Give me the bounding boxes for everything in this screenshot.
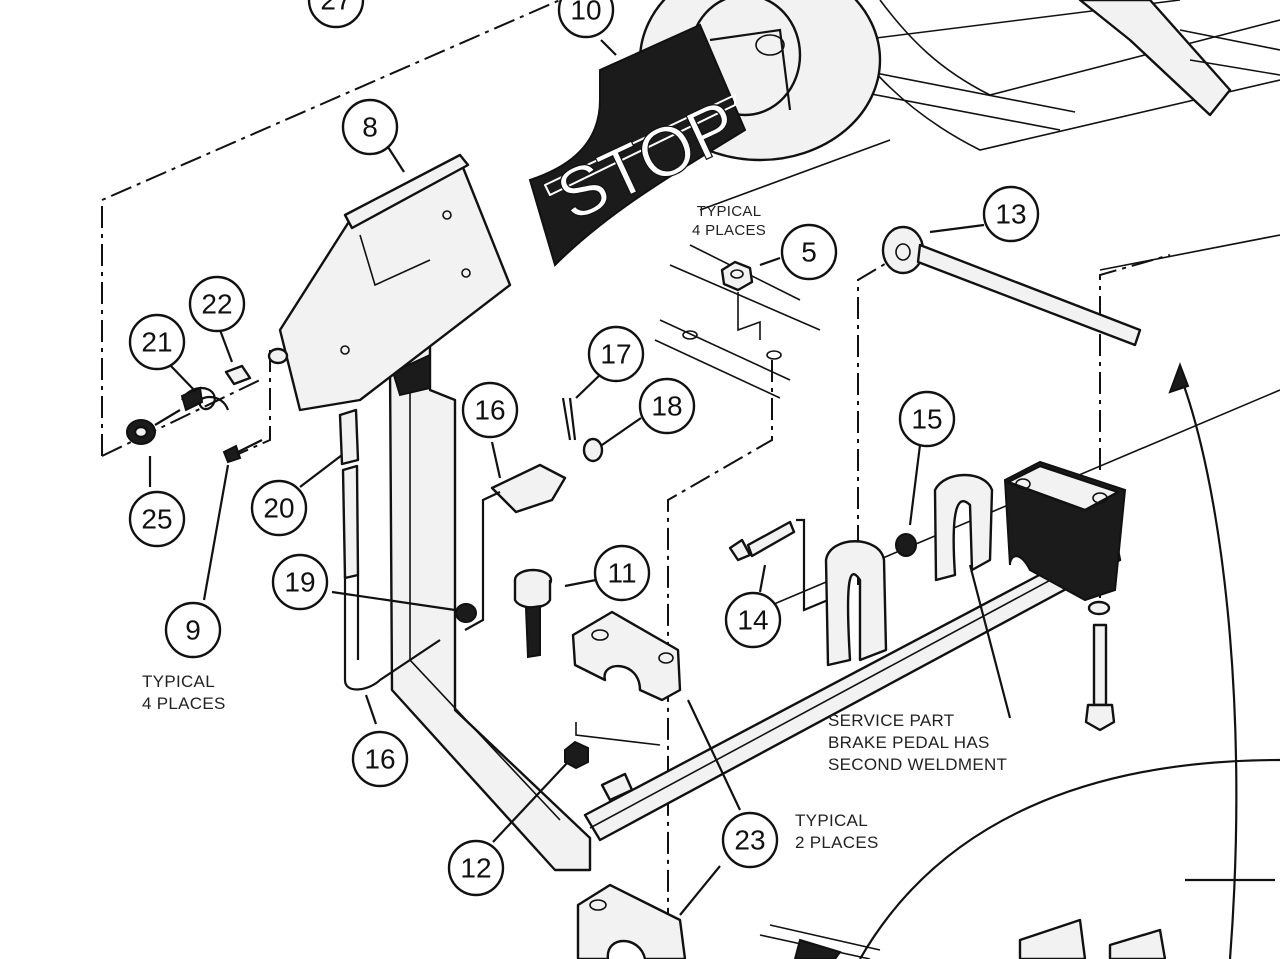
- callout-15: 15: [898, 390, 956, 448]
- callout-leaders: [148, 39, 1012, 916]
- rod-end-20-icon: [338, 408, 441, 691]
- svg-text:20: 20: [263, 493, 294, 524]
- note-typical-4-places-left: TYPICAL 4 PLACES: [142, 672, 226, 713]
- note-service-part: SERVICE PART BRAKE PEDAL HAS SECOND WELD…: [828, 711, 1008, 774]
- clevis-16-icon: [464, 463, 567, 631]
- pedal-mount-bracket-icon: [1003, 460, 1127, 602]
- callout-11: 11: [593, 544, 651, 602]
- svg-text:22: 22: [201, 289, 232, 320]
- callout-16-lower: 16: [351, 730, 409, 788]
- callout-25: 25: [128, 490, 186, 548]
- callout-17: 17: [587, 325, 645, 383]
- callout-19: 19: [271, 553, 329, 611]
- svg-text:13: 13: [995, 199, 1026, 230]
- bearing-block-23-upper-icon: [571, 610, 682, 702]
- bolt-14-icon: [728, 518, 829, 612]
- callout-5: 5: [780, 223, 838, 281]
- callout-14: 14: [724, 591, 782, 649]
- callout-18: 18: [638, 377, 696, 435]
- svg-text:15: 15: [911, 404, 942, 435]
- cotter-pin-17-icon: [561, 397, 577, 441]
- svg-text:9: 9: [185, 615, 201, 646]
- nut-15-icon: [895, 533, 917, 557]
- callout-23: 23: [721, 811, 779, 869]
- callout-22: 22: [188, 275, 246, 333]
- bolt-9-icon: [222, 439, 263, 464]
- svg-text:8: 8: [362, 112, 378, 143]
- callout-12: 12: [447, 839, 505, 897]
- callout-21: 21: [128, 313, 186, 371]
- svg-text:19: 19: [284, 567, 315, 598]
- svg-text:14: 14: [737, 605, 768, 636]
- svg-text:21: 21: [141, 327, 172, 358]
- callout-9: 9: [164, 601, 222, 659]
- callout-8: 8: [341, 98, 399, 156]
- svg-text:23: 23: [734, 825, 765, 856]
- svg-text:5: 5: [801, 237, 817, 268]
- spacer-22-icon: [224, 347, 289, 386]
- parts: [126, 225, 1142, 959]
- callout-balloons: 27 10 8 5 13 22 21 16 17 18 15 25 20 9 1…: [128, 0, 1040, 897]
- nut-25-icon: [126, 409, 181, 445]
- note-typical-4-places-top: TYPICAL 4 PLACES: [692, 203, 767, 239]
- callout-13: 13: [982, 185, 1040, 243]
- note-typical-2-places: TYPICAL 2 PLACES: [795, 811, 879, 852]
- svg-text:27: 27: [320, 0, 351, 16]
- svg-text:17: 17: [600, 339, 631, 370]
- nut-19-icon: [455, 603, 477, 623]
- bolt-right-icon: [1084, 600, 1116, 732]
- svg-text:16: 16: [474, 395, 505, 426]
- pivot-bracket-icon: [824, 473, 994, 667]
- svg-text:10: 10: [570, 0, 601, 26]
- stop-pedal-pad: STOP: [528, 23, 751, 267]
- bolt-11-icon: [513, 568, 553, 659]
- callout-10: 10: [557, 0, 615, 39]
- nut-5-icon: [720, 260, 754, 292]
- brake-pedal-arm: [278, 153, 592, 872]
- callout-16-upper: 16: [461, 381, 519, 439]
- svg-text:16: 16: [364, 744, 395, 775]
- callout-20: 20: [250, 479, 308, 537]
- callout-27: 27: [307, 0, 365, 29]
- nut-12-icon: [564, 722, 661, 770]
- svg-text:25: 25: [141, 504, 172, 535]
- svg-text:11: 11: [607, 558, 636, 589]
- rod-13-icon: [881, 225, 1142, 347]
- svg-text:12: 12: [460, 853, 491, 884]
- svg-text:18: 18: [651, 391, 682, 422]
- washer-18-icon: [582, 437, 604, 463]
- bearing-block-23-lower-icon: [576, 883, 687, 959]
